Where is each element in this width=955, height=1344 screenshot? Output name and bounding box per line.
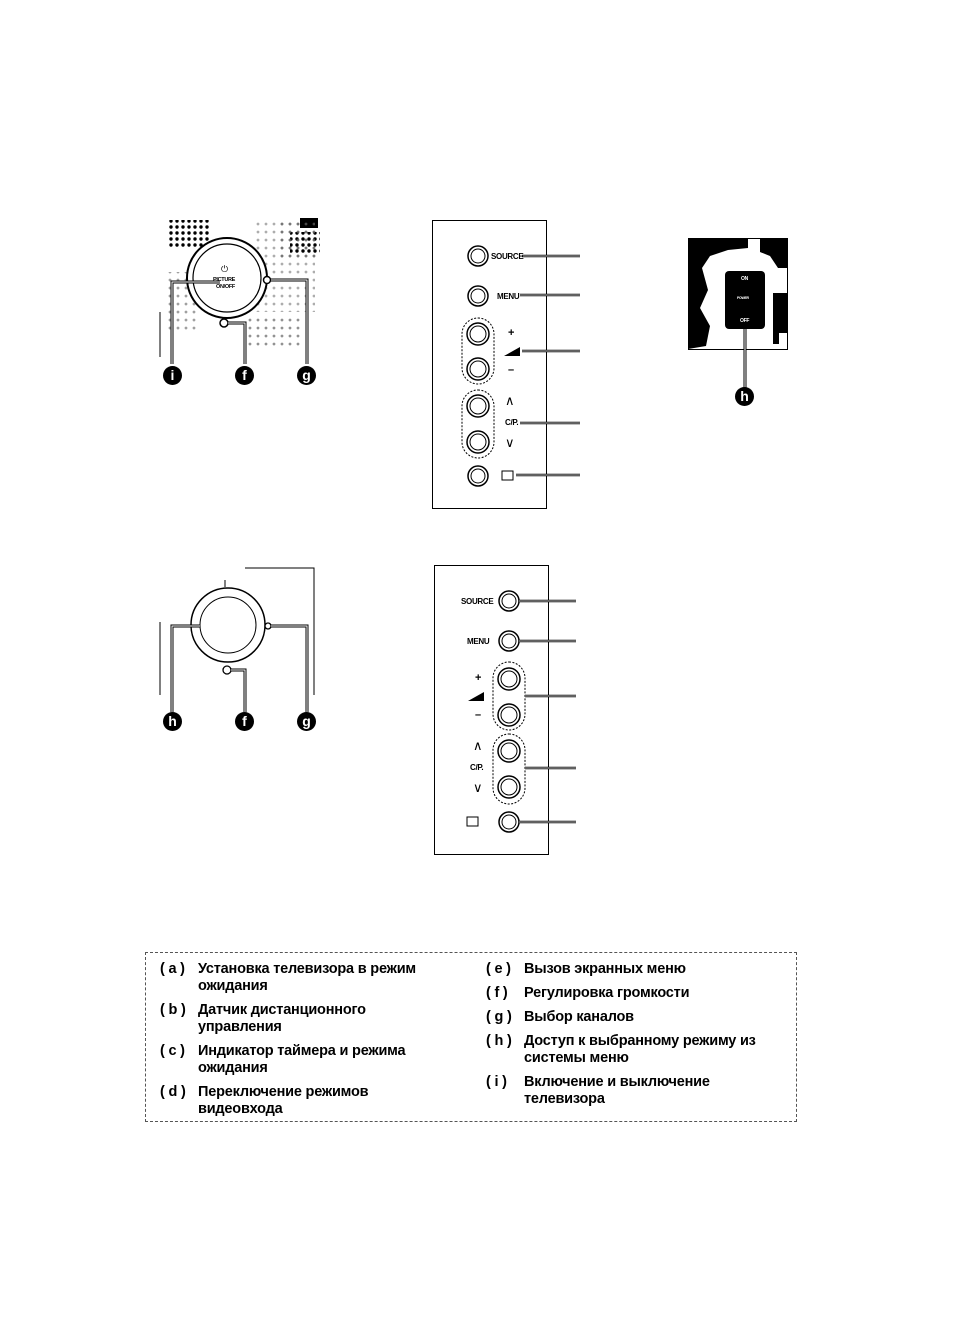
legend-key: ( b ) — [160, 1002, 186, 1018]
legend-item-i: ( i ) Включение и выключение телевизора — [486, 1074, 784, 1108]
legend-key: ( c ) — [160, 1043, 185, 1059]
legend-text: Вызов экранных меню — [524, 961, 686, 977]
legend-key: ( i ) — [486, 1074, 507, 1090]
picture-onoff-label-line2: ON/OFF — [216, 284, 235, 290]
channel-up-label: ∧ — [505, 394, 515, 409]
legend-item-d: ( d ) Переключение режимов видеовхода — [160, 1084, 448, 1118]
source-label-bottom: SOURCE — [461, 597, 494, 606]
callout-badge-g: g — [297, 366, 316, 385]
callout-badge-g-bottom: g — [297, 712, 316, 731]
front-dial-drawing — [159, 218, 320, 364]
power-icon: ⏻ — [221, 265, 229, 275]
source-label: SOURCE — [491, 252, 524, 261]
callout-badge-h: h — [163, 712, 182, 731]
legend-text: Регулировка громкости — [524, 985, 690, 1001]
power-switch-figure: ON POWER OFF h — [688, 238, 788, 413]
volume-plus-label-bottom: + — [475, 672, 482, 684]
legend-item-g: ( g ) Выбор каналов — [486, 1009, 784, 1026]
legend-text: Доступ к выбранному режиму из системы ме… — [524, 1033, 756, 1066]
legend-item-e: ( e ) Вызов экранных меню — [486, 961, 784, 978]
legend-text: Включение и выключение телевизора — [524, 1074, 710, 1107]
menu-label-bottom: MENU — [467, 637, 490, 646]
legend-text: Установка телевизора в режим ожидания — [198, 961, 416, 994]
control-panel-bottom: SOURCE MENU + – ∧ C/P. ∨ — [434, 565, 576, 855]
control-panel-top: SOURCE MENU + – ∧ C/P. ∨ — [432, 220, 580, 509]
callout-badge-f: f — [235, 366, 254, 385]
legend-key: ( e ) — [486, 961, 511, 977]
legend-text: Датчик дистанционного управления — [198, 1002, 366, 1035]
legend-key: ( f ) — [486, 985, 508, 1001]
legend-key: ( a ) — [160, 961, 185, 977]
front-dial-figure-bottom: h f g — [150, 560, 330, 740]
front-dial-bottom-drawing — [159, 567, 315, 712]
callout-badge-f-bottom: f — [235, 712, 254, 731]
power-label: POWER — [737, 296, 749, 300]
volume-plus-label: + — [508, 327, 515, 339]
picture-onoff-label-line1: PICTURE — [213, 277, 236, 283]
legend-item-c: ( c ) Индикатор таймера и режима ожидани… — [160, 1043, 448, 1077]
legend-text: Выбор каналов — [524, 1009, 634, 1025]
channel-up-label-bottom: ∧ — [473, 739, 483, 754]
legend-column-right: ( e ) Вызов экранных меню ( f ) Регулиро… — [486, 961, 784, 1115]
channel-down-label-bottom: ∨ — [473, 781, 483, 796]
channel-down-label: ∨ — [505, 436, 515, 451]
legend-text: Переключение режимов видеовхода — [198, 1084, 369, 1117]
front-dial-figure-top: ⏻ PICTURE ON/OFF i f g — [150, 212, 330, 392]
menu-label: MENU — [497, 292, 520, 301]
legend-key: ( h ) — [486, 1033, 512, 1049]
control-panel-bottom-drawing — [466, 590, 576, 833]
legend-key: ( g ) — [486, 1009, 512, 1025]
legend-box: ( a ) Установка телевизора в режим ожида… — [145, 952, 797, 1122]
legend-item-h: ( h ) Доступ к выбранному режиму из сист… — [486, 1033, 784, 1067]
volume-minus-label: – — [508, 364, 514, 376]
legend-item-b: ( b ) Датчик дистанционного управления — [160, 1002, 448, 1036]
power-on-label: ON — [741, 276, 748, 282]
legend-key: ( d ) — [160, 1084, 186, 1100]
legend-item-f: ( f ) Регулировка громкости — [486, 985, 784, 1002]
legend-text: Индикатор таймера и режима ожидания — [198, 1043, 406, 1076]
legend-item-a: ( a ) Установка телевизора в режим ожида… — [160, 961, 448, 995]
legend-column-left: ( a ) Установка телевизора в режим ожида… — [160, 961, 448, 1125]
power-off-label: OFF — [740, 318, 750, 324]
control-panel-top-drawing — [461, 245, 580, 487]
channel-label-bottom: C/P. — [470, 763, 484, 772]
callout-badge-i: i — [163, 366, 182, 385]
callout-badge-h-power: h — [735, 387, 754, 406]
power-switch-drawing — [688, 238, 788, 388]
volume-minus-label-bottom: – — [475, 709, 481, 721]
channel-label: C/P. — [505, 418, 519, 427]
